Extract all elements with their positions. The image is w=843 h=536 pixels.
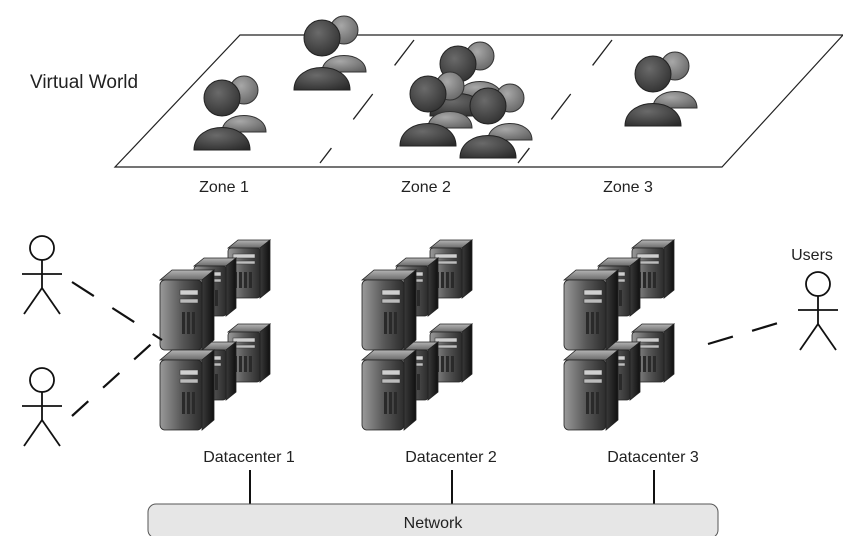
network-bar xyxy=(147,503,719,536)
users-label: Users xyxy=(791,247,833,264)
datacenter-3-servers xyxy=(563,239,675,431)
zone-divider-2 xyxy=(517,39,613,164)
user-figure-2 xyxy=(21,367,63,447)
user-figure-1 xyxy=(21,235,63,315)
datacenter-1-label: Datacenter 1 xyxy=(203,449,295,466)
datacenter-2-label: Datacenter 2 xyxy=(405,449,497,466)
zone-2-label: Zone 2 xyxy=(401,179,451,196)
virtual-world-plane xyxy=(113,34,843,168)
datacenter-3-label: Datacenter 3 xyxy=(607,449,699,466)
user-figure-3 xyxy=(797,271,839,351)
user-3-connection xyxy=(707,318,789,346)
datacenter-2-servers xyxy=(361,239,473,431)
zone-3-label: Zone 3 xyxy=(603,179,653,196)
avatar-group-zone1-top xyxy=(293,15,367,91)
zone-1-label: Zone 1 xyxy=(199,179,249,196)
datacenter-1-servers xyxy=(159,239,271,431)
avatar-group-zone1 xyxy=(193,75,267,151)
virtual-world-title: Virtual World xyxy=(30,72,138,93)
user-1-connection xyxy=(71,281,163,341)
avatar-group-zone3 xyxy=(624,51,698,127)
user-2-connection xyxy=(71,335,161,417)
zone-divider-1 xyxy=(319,39,415,164)
network-label: Network xyxy=(404,515,464,532)
